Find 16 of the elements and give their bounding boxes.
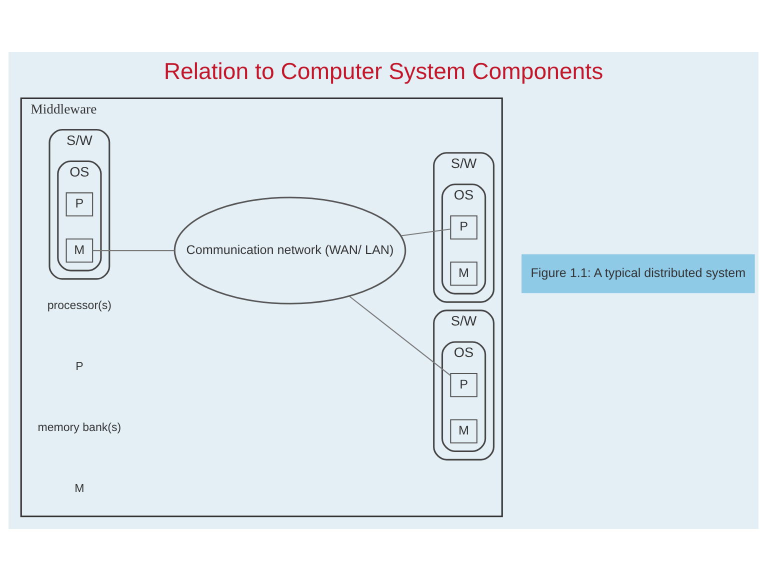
node-box: M xyxy=(66,238,94,262)
label: M xyxy=(74,482,84,495)
connector xyxy=(349,296,451,376)
caption: Figure 1.1: A typical distributed system xyxy=(530,265,746,280)
label: P xyxy=(76,360,84,373)
node-box: P xyxy=(66,192,94,216)
node-box: P xyxy=(450,214,478,240)
connector xyxy=(401,228,450,236)
node-box: M xyxy=(450,261,478,286)
node-box: P xyxy=(450,372,478,397)
node-ellipse: Communication network (WAN/ LAN) xyxy=(174,196,406,304)
node-box: M xyxy=(450,418,478,443)
label: processor(s) xyxy=(47,300,112,312)
label: memory bank(s) xyxy=(38,422,122,434)
connector xyxy=(92,250,174,251)
diagram-title: Relation to Computer System Components xyxy=(164,57,604,84)
